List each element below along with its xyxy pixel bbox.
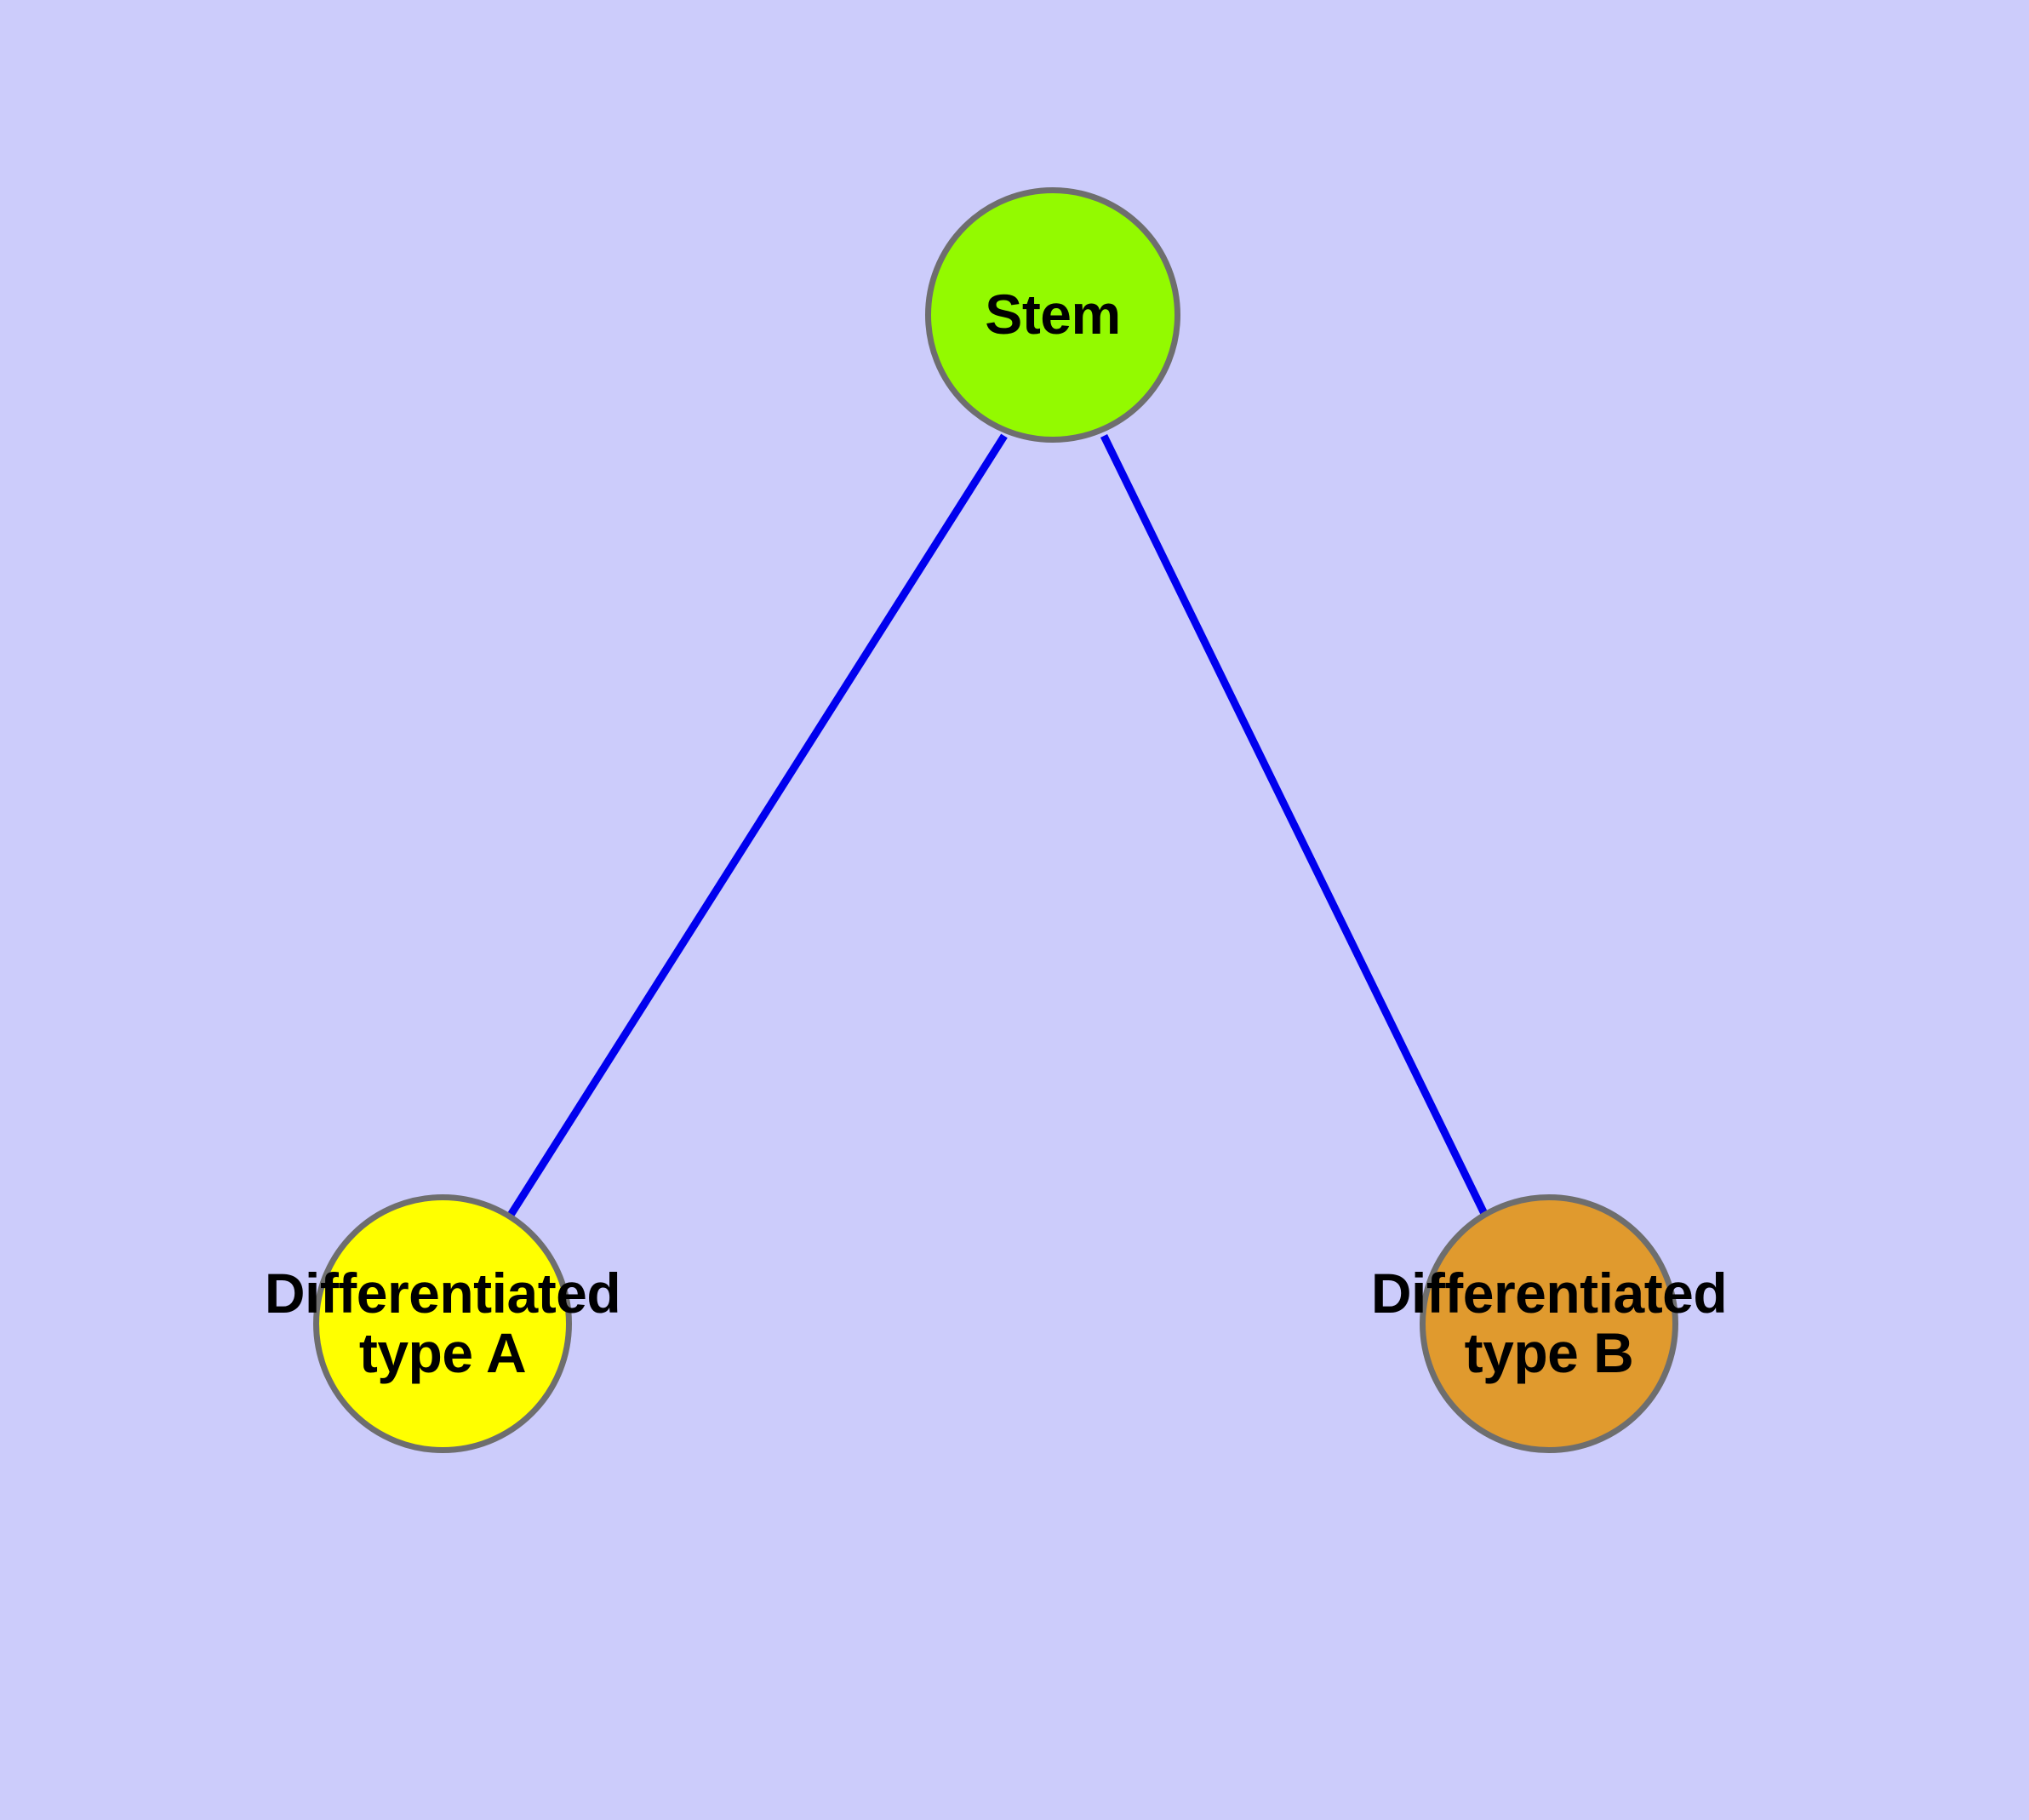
node-diff-type-a-circle: [313, 1194, 572, 1453]
node-stem-label: Stem: [985, 283, 1121, 346]
node-diff-type-b-label-line2: type B: [1464, 1321, 1634, 1384]
edge-stem-to-type-b[interactable]: [1100, 434, 1494, 1226]
node-diff-type-b-circle: [1420, 1194, 1678, 1453]
node-diff-type-b-label: Differentiated type B: [1370, 1262, 1728, 1384]
node-stem-label-line1: Stem: [985, 283, 1121, 346]
node-diff-type-a-label: Differentiated type A: [264, 1262, 621, 1384]
edge-stem-to-type-a[interactable]: [505, 433, 1008, 1222]
node-stem[interactable]: Stem: [925, 187, 1180, 443]
node-diff-type-a-label-line2: type A: [358, 1321, 527, 1384]
node-diff-type-a-label-line1: Differentiated: [264, 1262, 621, 1325]
node-diff-type-b-label-line1: Differentiated: [1370, 1262, 1728, 1325]
node-stem-circle: [925, 187, 1180, 443]
node-diff-type-a[interactable]: Differentiated type A: [265, 1194, 621, 1453]
node-diff-type-b[interactable]: Differentiated type B: [1371, 1194, 1728, 1453]
